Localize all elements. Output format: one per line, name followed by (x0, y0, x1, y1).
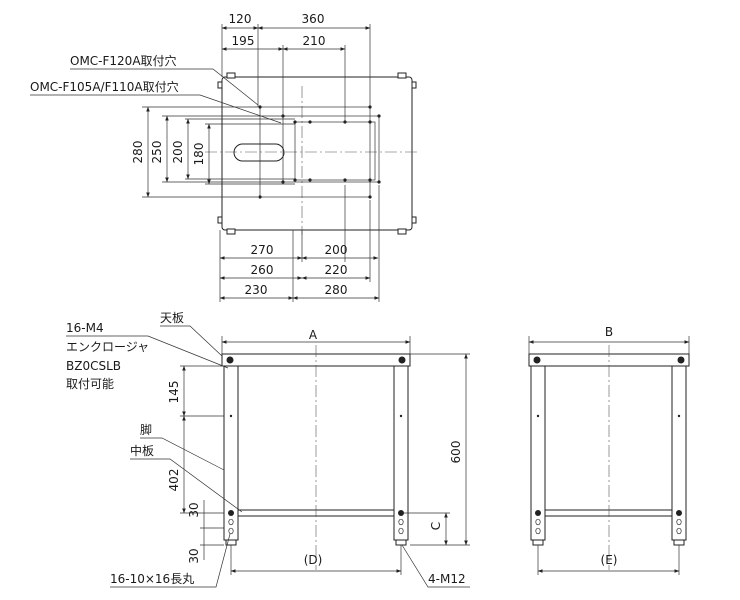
dim-260: 260 (251, 263, 274, 277)
label-4-m12: 4-M12 (428, 572, 466, 586)
dim-a: A (309, 328, 318, 342)
label-enclosure-mountable: 取付可能 (66, 377, 114, 391)
dim-e: (E) (601, 553, 618, 567)
dim-30-lower: 30 (187, 548, 201, 563)
dim-220: 220 (325, 263, 348, 277)
dim-b: B (605, 325, 613, 339)
dim-250-v: 250 (150, 141, 164, 164)
label-enclosure-model: BZ0CSLB (66, 359, 121, 373)
cable-slot (233, 143, 285, 162)
label-f120-holes: OMC-F120A取付穴 (70, 53, 177, 68)
dim-360: 360 (302, 12, 325, 26)
dim-600: 600 (449, 441, 463, 464)
label-enclosure: エンクロージャ (66, 340, 149, 354)
dim-230: 230 (245, 283, 268, 297)
dim-180-v: 180 (192, 143, 206, 166)
label-f105-holes: OMC-F105A/F110A取付穴 (30, 79, 179, 94)
dim-200-v: 200 (171, 141, 185, 164)
dim-d: (D) (304, 553, 323, 567)
dim-30-upper: 30 (187, 502, 201, 517)
label-middle-shelf: 中板 (130, 443, 154, 458)
top-view: 120 360 195 210 OMC-F120A取付穴 OMC-F105A/F… (30, 12, 420, 302)
label-tenban: 天板 (160, 311, 184, 325)
top-plate-outline (221, 76, 413, 231)
dim-c: C (429, 522, 443, 530)
label-leg: 脚 (140, 422, 152, 437)
dim-280-v: 280 (131, 141, 145, 164)
dim-402: 402 (167, 469, 181, 492)
dim-210: 210 (303, 34, 326, 48)
dim-270: 270 (251, 243, 274, 257)
dim-200-h: 200 (325, 243, 348, 257)
dim-280-h: 280 (325, 283, 348, 297)
dim-145: 145 (167, 381, 181, 404)
front-view: A 600 C (D) 145 402 30 30 天板 16-M4 エンクロー (66, 311, 470, 588)
label-16-m4: 16-M4 (66, 321, 104, 335)
side-middle-shelf (544, 509, 673, 517)
side-view: B (E) (528, 325, 690, 575)
label-slot-holes: 16-10×16長丸 (110, 572, 194, 586)
dim-195: 195 (232, 34, 255, 48)
dim-120: 120 (229, 12, 252, 26)
